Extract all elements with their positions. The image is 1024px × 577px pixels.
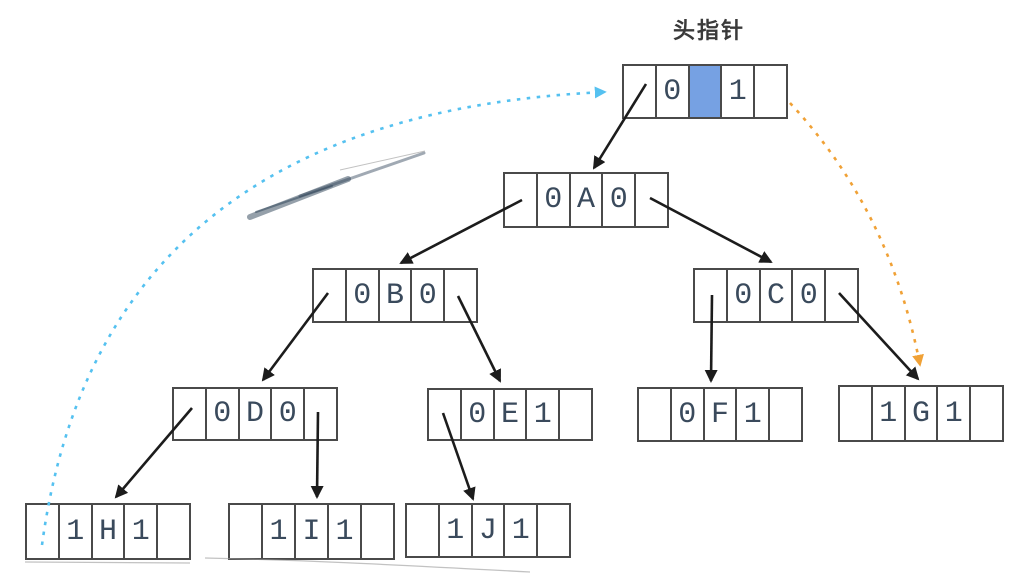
node-B-rtag: 0: [412, 270, 446, 321]
smudge-artifact: [298, 151, 426, 198]
node-F-ltag: 0: [672, 389, 705, 440]
node-H-lchild: [27, 505, 60, 558]
node-H-rchild: [158, 505, 189, 558]
smudge-artifact: [247, 176, 351, 220]
node-C-rchild: [826, 270, 857, 321]
node-D-rtag: 0: [272, 389, 306, 439]
node-C-ltag: 0: [728, 270, 761, 321]
node-H-rtag: 1: [125, 505, 159, 558]
node-D-rchild: [305, 389, 336, 439]
node-A-ltag: 0: [538, 174, 571, 226]
thread-head-to-G: [789, 102, 924, 367]
node-I-lchild: [230, 505, 263, 558]
node-E-ltag: 0: [462, 390, 495, 439]
node-G-lchild: [840, 387, 873, 440]
node-D-data: D: [240, 389, 273, 439]
node-G-rchild: [971, 387, 1002, 440]
node-E-data: E: [495, 390, 528, 439]
node-C-data: C: [761, 270, 794, 321]
gray-line-artifact: [204, 557, 531, 573]
node-E-rchild: [560, 390, 591, 439]
node-head-ltag: 0: [657, 66, 690, 117]
node-J-rtag: 1: [505, 505, 539, 556]
node-A-data: A: [571, 174, 604, 226]
node-head-rtag: 1: [722, 66, 756, 117]
node-F-rtag: 1: [737, 389, 771, 440]
node-F-lchild: [639, 389, 672, 440]
node-head-lchild: [624, 66, 657, 117]
node-head-rchild: [755, 66, 786, 117]
node-B-lchild: [314, 270, 347, 321]
node-H-data: H: [93, 505, 126, 558]
node-G-ltag: 1: [873, 387, 906, 440]
smudge-artifact: [255, 185, 333, 213]
node-I-rtag: 1: [329, 505, 362, 558]
gray-line-artifact: [24, 561, 191, 564]
head-pointer-label: 头指针: [672, 18, 745, 43]
node-D-lchild: [174, 389, 207, 439]
node-A-lchild: [505, 174, 538, 226]
node-D-ltag: 0: [207, 389, 240, 439]
node-B-data: B: [380, 270, 413, 321]
node-J-rchild: [538, 505, 569, 556]
node-F-rchild: [770, 389, 801, 440]
node-E-lchild: [429, 390, 462, 439]
node-I-ltag: 1: [263, 505, 296, 558]
node-F-data: F: [705, 389, 738, 440]
node-B-ltag: 0: [347, 270, 380, 321]
node-B-rchild: [445, 270, 476, 321]
node-I-rchild: [362, 505, 393, 558]
node-C-lchild: [695, 270, 728, 321]
node-E-rtag: 1: [527, 390, 561, 439]
node-A-rtag: 0: [603, 174, 637, 226]
node-J-data: J: [473, 505, 506, 556]
node-head-data: [689, 66, 723, 117]
node-G-rtag: 1: [938, 387, 972, 440]
node-G-data: G: [906, 387, 939, 440]
node-A-rchild: [636, 174, 667, 226]
node-I-data: I: [296, 505, 329, 558]
node-J-lchild: [407, 505, 440, 556]
node-H-ltag: 1: [60, 505, 93, 558]
node-C-rtag: 0: [793, 270, 827, 321]
node-J-ltag: 1: [440, 505, 473, 556]
gray-line-artifact: [339, 150, 426, 171]
